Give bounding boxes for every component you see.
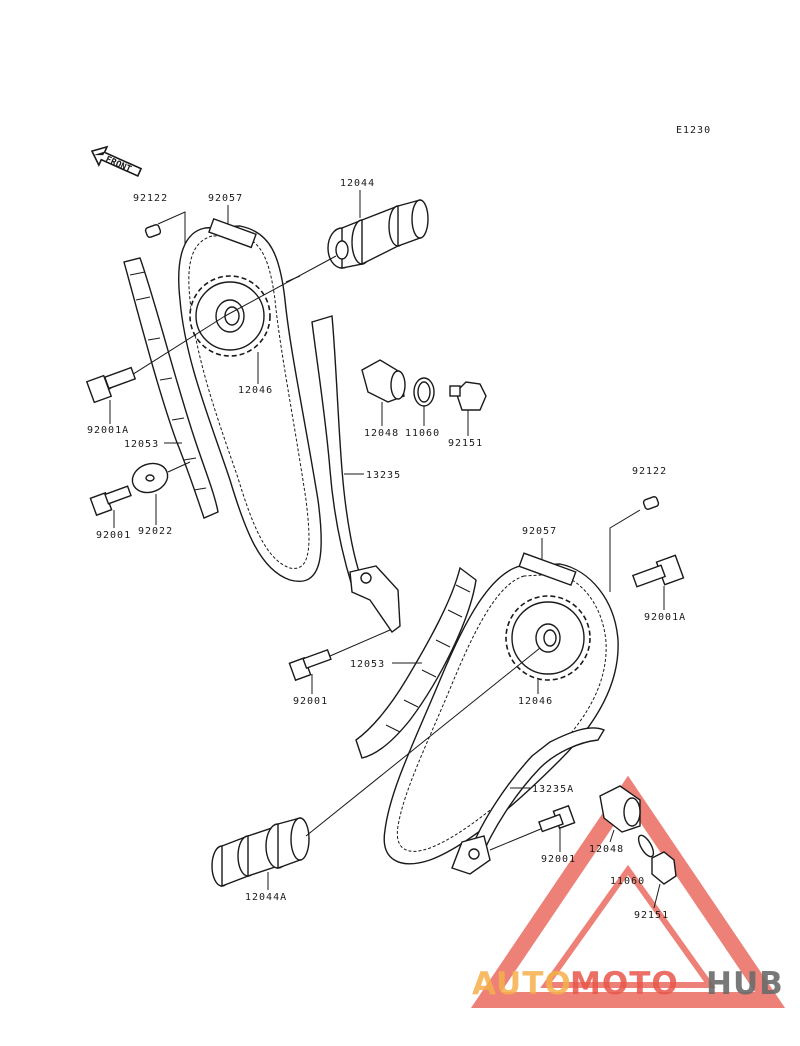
bottom-gasket (637, 834, 655, 858)
top-washer (131, 462, 169, 494)
label-bottom-bolt: 92001 (293, 696, 328, 707)
top-bolt (89, 485, 132, 517)
top-cam-sprocket (189, 275, 271, 357)
label-top-sprocket: 12046 (238, 385, 273, 396)
top-timing-chain (178, 218, 322, 582)
leader-bottom-tensioner (609, 829, 615, 843)
bottom-bolt-left-axis (329, 629, 391, 657)
top-arm-leader (285, 275, 301, 283)
label-top-bolt: 92001 (96, 530, 131, 541)
watermark-triangle (470, 775, 786, 1008)
top-washer-axis (167, 461, 191, 473)
label-bottom-cap-bolt: 92151 (634, 910, 669, 921)
label-top-tensioner: 12048 (364, 428, 399, 439)
bottom-bolt-left (288, 648, 332, 682)
top-dowel-pin (144, 224, 162, 238)
bottom-cam-sprocket (505, 595, 591, 681)
label-top-gasket: 11060 (405, 428, 440, 439)
top-cap-bolt (449, 381, 487, 411)
label-top-pin: 92122 (133, 193, 168, 204)
bottom-dowel-pin (642, 496, 660, 510)
label-bottom-bolt-tensioner: 92001 (541, 854, 576, 865)
label-bottom-chain: 92057 (522, 526, 557, 537)
label-bottom-guide-arm: 13235A (532, 784, 574, 795)
label-bottom-bolt-flange: 92001A (644, 612, 686, 623)
watermark-hub: HUB (706, 966, 784, 1002)
bottom-tensioner-guide-arm (451, 727, 606, 875)
bottom-bolt-tensioner-axis (489, 825, 549, 851)
top-tensioner-guide-arm (311, 315, 401, 633)
bottom-leader-bracket (609, 509, 641, 592)
bottom-camshaft (211, 817, 310, 888)
front-arrow-icon: FRONT (90, 145, 143, 177)
label-bottom-pin: 92122 (632, 466, 667, 477)
watermark-logo: AUTO MOTO HUB (472, 966, 784, 1002)
bottom-chain-tensioner (599, 785, 641, 833)
label-top-camshaft: 12044 (340, 178, 375, 189)
bottom-camshaft-axis (305, 647, 541, 837)
watermark-auto: AUTO (472, 966, 572, 1002)
top-chain-guide (123, 257, 219, 519)
label-top-chain: 92057 (208, 193, 243, 204)
bottom-bolt-right (538, 804, 576, 833)
label-top-guide-arm: 13235 (366, 470, 401, 481)
label-top-washer: 92022 (138, 526, 173, 537)
top-flange-bolt (85, 366, 137, 404)
label-top-cap-bolt: 92151 (448, 438, 483, 449)
diagram-code: E1230 (676, 125, 711, 136)
bottom-chain-guide (355, 566, 477, 759)
watermark-moto: MOTO (570, 966, 679, 1002)
label-bottom-guide: 12053 (350, 659, 385, 670)
label-bottom-sprocket: 12046 (518, 696, 553, 707)
label-bottom-camshaft: 12044A (245, 892, 287, 903)
top-gasket (413, 377, 435, 407)
top-camshaft-axis (224, 255, 337, 317)
bottom-cap-bolt (651, 851, 677, 885)
label-bottom-gasket: 11060 (610, 876, 645, 887)
label-top-guide: 12053 (124, 439, 159, 450)
bottom-flange-bolt (631, 554, 685, 588)
label-top-bolt-flange: 92001A (87, 425, 129, 436)
leader-bottom-cap-bolt (653, 883, 661, 909)
top-camshaft (327, 199, 429, 269)
top-chain-tensioner (361, 359, 406, 403)
label-bottom-tensioner: 12048 (589, 844, 624, 855)
